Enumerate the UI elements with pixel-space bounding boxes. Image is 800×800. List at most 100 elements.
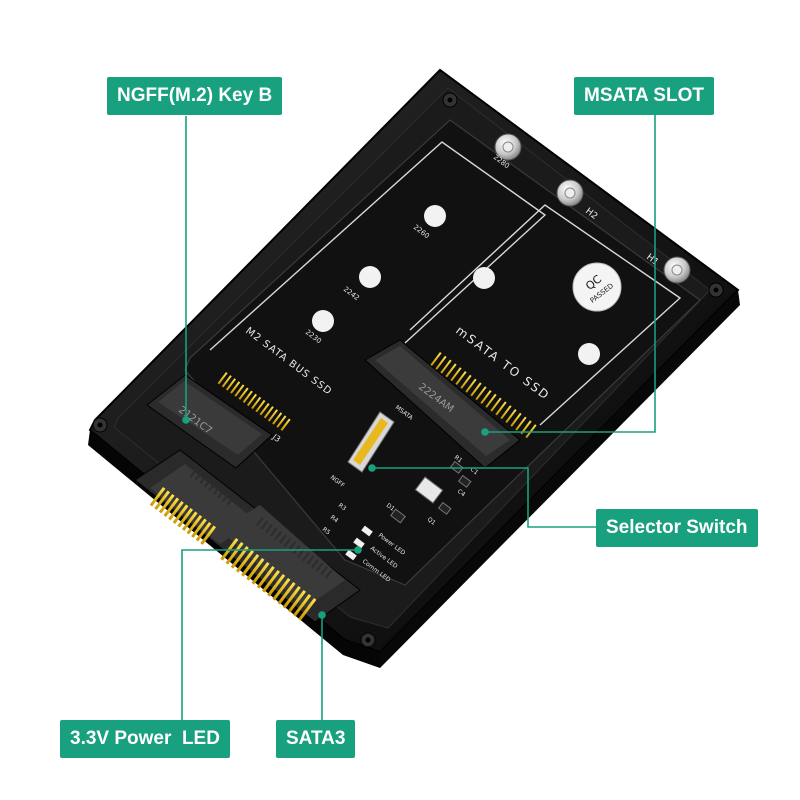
pcb-pin [274,531,282,541]
sata-power-pin [191,518,207,538]
sata-data-pin [272,578,291,601]
msata-pin [460,374,472,389]
sata-power-pin [181,511,198,531]
pcb-pin [315,562,324,572]
sata-power-pin [158,494,175,514]
callout-selector-switch: Selector Switch [596,509,758,547]
pcb-pin [301,552,310,562]
pcb-pin [278,534,287,544]
pcb-pin [222,492,230,502]
msata-pin [515,416,527,431]
msata-gold-pins [430,352,537,439]
sata-data-pin [287,590,306,613]
svg-text:C4: C4 [456,488,467,499]
pcb [184,119,701,586]
msata-pin [435,355,447,370]
pcb-pin [194,471,203,481]
pcb-pin [208,482,216,492]
pcb-pin [226,495,235,506]
leader-lines [181,114,656,720]
msata-pin [495,401,507,416]
pcb-pin [217,488,226,499]
m2-pin [251,396,262,410]
sata-power-pin [154,490,170,510]
m2-pin [225,378,236,391]
msata-pin [505,409,517,423]
pcb-pin [269,527,278,537]
msata-connector: 2224AM [364,339,521,469]
msata-pin [445,363,457,378]
sata-power-pin [149,487,166,507]
m2-pin [276,415,287,428]
m2-pin [263,406,274,419]
sata3-connector [134,449,361,623]
callout-ngff-m2-key-b: NGFF(M.2) Key B [107,77,283,115]
m2-pin [217,371,228,385]
sata-power-pin [177,508,193,528]
tray-screws [92,92,724,648]
svg-text:D1: D1 [385,502,396,513]
sata-power-pin [195,522,212,542]
pcb-pin [320,566,328,576]
callout-sata3: SATA3 [276,720,356,758]
sata-data-pin [277,582,296,605]
sata-data-pin [256,566,275,589]
m2-pin [267,409,278,422]
pcb-pin [203,478,212,488]
m2-pin [259,402,270,416]
sata-data-pin [261,570,280,593]
pcb-pin [265,524,273,534]
sata-power-pin [200,525,216,545]
sata-power-pin [172,504,189,524]
msata-pin [470,382,482,397]
sata-power-pin [186,515,203,535]
pcb-pin [324,569,333,579]
sata-data-pin [241,554,260,577]
msata-pin [450,367,462,382]
silk-outline-msata [409,204,682,426]
msata-pin [485,393,497,408]
m2-pin [230,381,241,394]
pcb-pin [260,520,269,530]
m2-pin [238,387,249,400]
msata-pin [520,420,532,435]
sata-data-pin [246,558,265,581]
msata-pin [455,371,467,385]
callout-power-led: 3.3V Power LED [60,720,230,758]
callout-msata-slot: MSATA SLOT [574,77,714,115]
pcb-edge-pins [189,467,333,579]
m2-connector: 2121C7 [146,374,273,469]
sata-data-pin [251,562,270,585]
msata-pin [490,397,502,412]
pcb-pin [311,559,319,569]
standoff-screws [494,133,691,284]
m2-pin [242,390,253,403]
sata-data-pin [298,598,317,621]
sata-data-pin [267,574,286,597]
pcb-pin [288,541,296,551]
msata-pin [475,386,487,401]
m2-pin [255,399,266,413]
sata-power-pin [163,497,180,517]
mounting-holes [312,205,600,365]
svg-text:Q1: Q1 [426,516,437,527]
pcb-pin [199,474,207,485]
svg-text:R4: R4 [329,514,340,525]
qc-passed-sticker: QC PASSED [572,262,622,312]
m2-pin [280,418,291,431]
svg-text:R1: R1 [453,454,464,465]
sata-data-pin [293,594,312,617]
pcb-pin [283,538,292,548]
svg-text:R3: R3 [337,502,348,513]
svg-text:C1: C1 [469,466,480,477]
msata-pin [500,405,512,420]
m2-pin [246,393,257,407]
sata-power-pin [168,501,184,521]
tray-right-rim [380,290,740,668]
sata-data-pin [235,550,254,573]
m2-pin [272,412,283,425]
pcb-pin [189,467,198,478]
svg-text:R5: R5 [321,526,332,537]
sata-data-pin [282,586,301,609]
